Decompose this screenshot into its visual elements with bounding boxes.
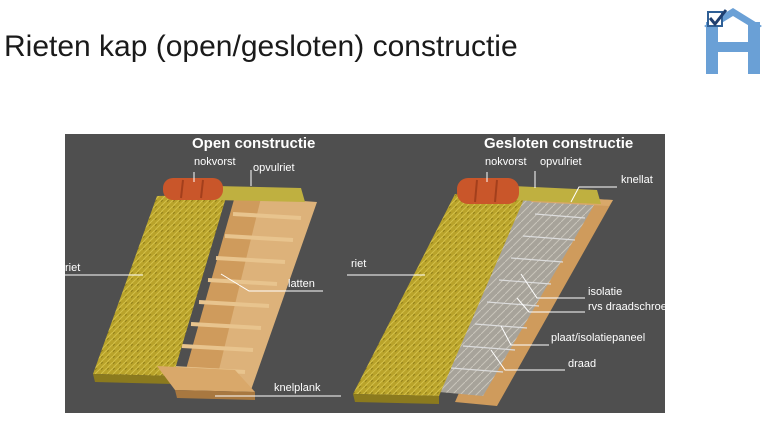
slide-title: Rieten kap (open/gesloten) constructie [4,30,518,63]
nokvorst-closed [457,178,519,204]
leader-lines [65,170,617,397]
label-knelplank: knelplank [274,382,321,394]
insulation-panel [439,196,597,396]
roof-construction-figure: Open constructie Gesloten constructie no… [65,134,665,413]
opvulriet-closed [511,186,601,204]
label-knellat: knellat [621,174,653,186]
logo [704,8,764,74]
roof-illustration [65,170,617,406]
label-draad: draad [568,358,597,370]
rafter-right [215,198,317,390]
open-construction-heading: Open constructie [192,135,316,152]
label-plaat-isolatiepaneel: plaat/isolatiepaneel [551,332,646,344]
closed-construction-heading: Gesloten constructie [484,135,634,152]
label-opvulriet-open: opvulriet [253,162,295,174]
label-nokvorst-closed: nokvorst [485,156,527,168]
house-check-logo-icon [704,8,762,74]
opvulriet-open [213,186,305,202]
label-latten: latten [288,278,315,290]
label-opvulriet-closed: opvulriet [540,156,582,168]
nokvorst-open [163,178,223,200]
thatch-closed [353,192,527,396]
knelplank-board [157,366,255,392]
thatch-open [93,194,227,376]
label-rvs-draadschroef: rvs draadschroef [588,301,665,313]
rvs-threaded-rods [450,213,586,373]
label-nokvorst-open: nokvorst [194,156,236,168]
label-riet-closed: riet [351,258,367,270]
label-isolatie: isolatie [588,286,623,298]
label-riet-open: riet [65,262,81,274]
